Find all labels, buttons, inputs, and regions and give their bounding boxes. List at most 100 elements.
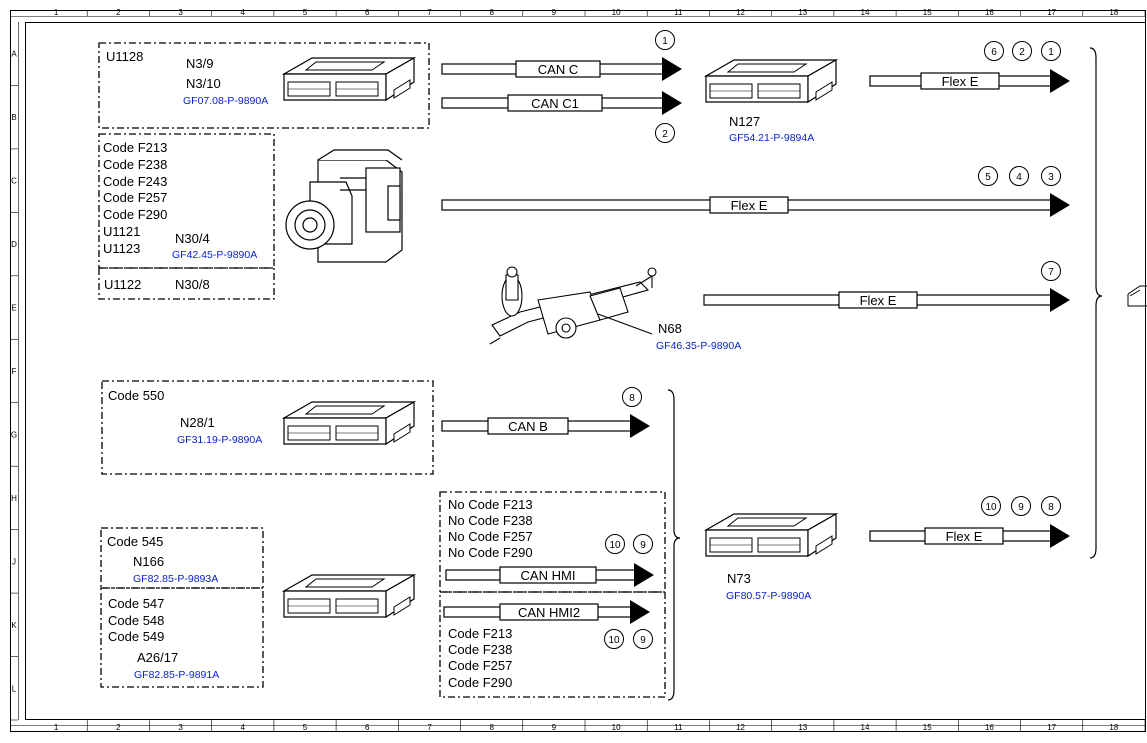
n68-label: N68 [658,321,682,336]
group-code547-box [100,587,264,688]
column-number-7-top: 7 [427,8,432,17]
ecu-n166-icon [283,574,415,618]
bus-flex-e-3: Flex E [703,288,1070,312]
column-number-12-bottom: 12 [736,723,745,732]
ref-gf54-link[interactable]: GF54.21-P-9894A [729,132,814,144]
ref-circle-10-c: 10 [981,496,1001,516]
ref-circle-2-b: 2 [1012,41,1032,61]
ref-circle-8-a: 8 [622,387,642,407]
svg-text:10: 10 [985,502,997,513]
ref-gf31-link[interactable]: GF31.19-P-9890A [177,434,262,446]
row-letter-A: A [11,50,17,59]
row-letter-B: B [11,113,16,122]
ref-circle-4: 4 [1009,166,1029,186]
ref-circle-1-b: 1 [1041,41,1061,61]
ref-gf82-9891-link[interactable]: GF82.85-P-9891A [134,669,219,681]
svg-text:2: 2 [662,129,668,140]
u1122-label: U1122 [104,277,141,292]
svg-text:1: 1 [1048,47,1054,58]
svg-text:5: 5 [985,172,991,183]
bus-can-b: CAN B [441,414,650,438]
row-letter-L: L [12,684,17,693]
partial-ecu-icon [1127,285,1147,307]
column-number-11-bottom: 11 [674,723,683,732]
ref-circle-9-c: 9 [1011,496,1031,516]
code-545-label: Code 545 [107,534,163,549]
ref-circle-10-a: 10 [605,534,625,554]
column-number-10-top: 10 [612,8,621,17]
bus-flex-e-4: Flex E [869,524,1070,548]
group-u1128-box [98,42,430,129]
can-c1-label: CAN C1 [531,96,579,111]
svg-text:8: 8 [1048,502,1054,513]
code-f290-b: Code F290 [448,675,512,690]
bus-flex-e-1: Flex E [869,69,1070,93]
code-548-label: Code 548 [108,613,164,628]
ref-gf80-link[interactable]: GF80.57-P-9890A [726,590,811,602]
column-number-10-bottom: 10 [612,723,621,732]
svg-text:10: 10 [609,540,621,551]
column-number-1-bottom: 1 [54,723,59,732]
group-hmi-box [439,491,666,593]
row-letter-K: K [11,621,17,630]
column-number-3-top: 3 [178,8,183,17]
row-letter-C: C [11,177,17,186]
column-number-4-top: 4 [241,8,246,17]
code-f257: Code F257 [103,190,167,205]
code-f243: Code F243 [103,174,167,189]
column-number-15-top: 15 [923,8,932,17]
code-f213-b: Code F213 [448,626,512,641]
column-number-5-top: 5 [303,8,308,17]
svg-text:9: 9 [1018,502,1024,513]
svg-text:8: 8 [629,393,635,404]
svg-text:9: 9 [640,540,646,551]
column-number-6-top: 6 [365,8,370,17]
column-number-1-top: 1 [54,8,59,17]
svg-text:3: 3 [1048,172,1054,183]
no-code-f213: No Code F213 [448,497,533,512]
code-f290: Code F290 [103,207,167,222]
svg-text:Flex E: Flex E [860,293,897,308]
column-number-17-top: 17 [1047,8,1056,17]
column-number-8-bottom: 8 [489,723,494,732]
code-f213: Code F213 [103,140,167,155]
column-number-7-bottom: 7 [427,723,432,732]
svg-text:CAN B: CAN B [508,419,548,434]
column-number-18-bottom: 18 [1109,723,1118,732]
ref-gf82-9893-link[interactable]: GF82.85-P-9893A [133,573,218,585]
n166-label: N166 [133,554,164,569]
no-code-f257: No Code F257 [448,529,533,544]
svg-text:4: 4 [1016,172,1022,183]
a26-17-label: A26/17 [137,650,178,665]
outer-frame [10,10,1146,732]
middle-brace [667,389,681,701]
svg-text:1: 1 [662,36,668,47]
row-letter-J: J [12,557,16,566]
svg-text:2: 2 [1019,47,1025,58]
group-esp-box [98,133,275,269]
column-number-12-top: 12 [736,8,745,17]
bus-can-c: CAN C [441,57,682,81]
esp-unit-icon [285,149,403,263]
column-number-18-top: 18 [1109,8,1118,17]
ref-circle-9-a: 9 [633,534,653,554]
bus-can-hmi2: CAN HMI2 [443,600,650,624]
ref-circle-1-a: 1 [655,30,675,50]
bus-can-c1: CAN C1 [441,91,682,115]
right-brace [1089,47,1103,559]
ref-circle-2-a: 2 [655,123,675,143]
ref-gf07-link[interactable]: GF07.08-P-9890A [183,95,268,107]
ref-circle-8-b: 8 [1041,496,1061,516]
row-letter-G: G [11,430,17,439]
svg-text:10: 10 [608,635,620,646]
n30-8-label: N30/8 [175,277,210,292]
row-letter-F: F [12,367,17,376]
ref-gf42-link[interactable]: GF42.45-P-9890A [172,249,257,261]
column-number-14-top: 14 [861,8,870,17]
ref-gf46-link[interactable]: GF46.35-P-9890A [656,340,741,352]
row-letter-E: E [11,304,16,313]
column-number-4-bottom: 4 [241,723,246,732]
n3-9-label: N3/9 [186,56,213,71]
code-550-label: Code 550 [108,388,164,403]
column-number-13-top: 13 [798,8,807,17]
